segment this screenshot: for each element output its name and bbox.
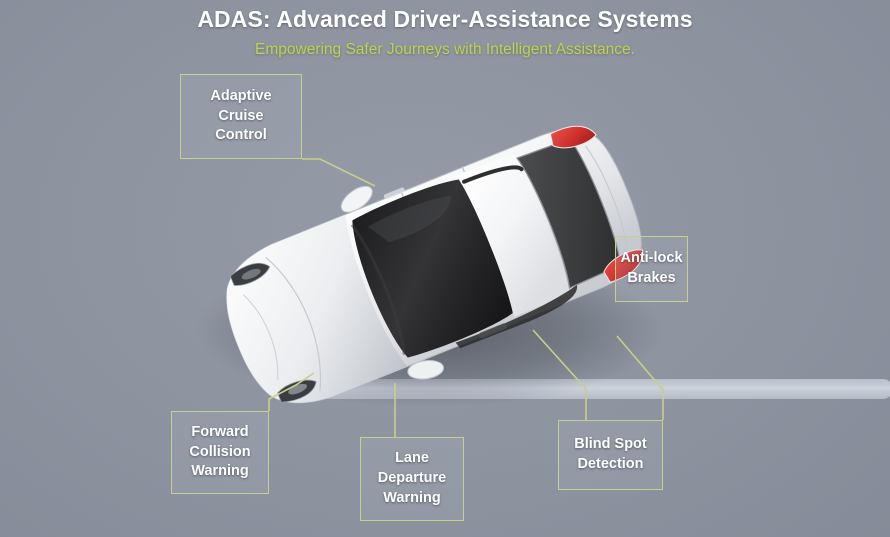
leader-adaptive-cruise-control xyxy=(302,158,376,187)
car-roof xyxy=(457,153,570,317)
car-hood-shade xyxy=(226,214,408,403)
windshield xyxy=(352,179,513,358)
hood-seam xyxy=(265,256,322,392)
door-seam-upper-rear xyxy=(461,166,465,173)
leader-blind-spot-branch xyxy=(616,335,664,420)
taillight-upper-icon xyxy=(549,125,597,149)
page-title: ADAS: Advanced Driver-Assistance Systems xyxy=(197,6,693,32)
side-mirror-upper xyxy=(340,185,373,213)
callout-blind-spot-detection[interactable]: Blind Spot Detection xyxy=(558,420,663,490)
leader-forward-collision-warning xyxy=(268,372,315,411)
trunk-seam xyxy=(584,145,628,250)
taillight-lower-icon xyxy=(603,249,644,283)
side-mirror-lower xyxy=(407,360,445,380)
callout-anti-lock-brakes[interactable]: Anti-lock Brakes xyxy=(615,236,688,302)
car-group xyxy=(226,125,644,404)
page-subtitle: Empowering Safer Journeys with Intellige… xyxy=(255,41,635,58)
windshield-reflection xyxy=(367,195,451,243)
callout-lane-departure-warning[interactable]: Lane Departure Warning xyxy=(360,437,464,521)
wiper-strip xyxy=(350,223,406,355)
bumper-seam xyxy=(242,294,279,380)
door-handle-upper xyxy=(383,187,405,199)
callout-adaptive-cruise-control[interactable]: Adaptive Cruise Control xyxy=(180,74,302,159)
callout-forward-collision-warning[interactable]: Forward Collision Warning xyxy=(171,411,269,494)
door-handle-lower xyxy=(478,323,508,339)
rear-wiper xyxy=(462,165,524,184)
leader-blind-spot-detection xyxy=(532,329,587,420)
